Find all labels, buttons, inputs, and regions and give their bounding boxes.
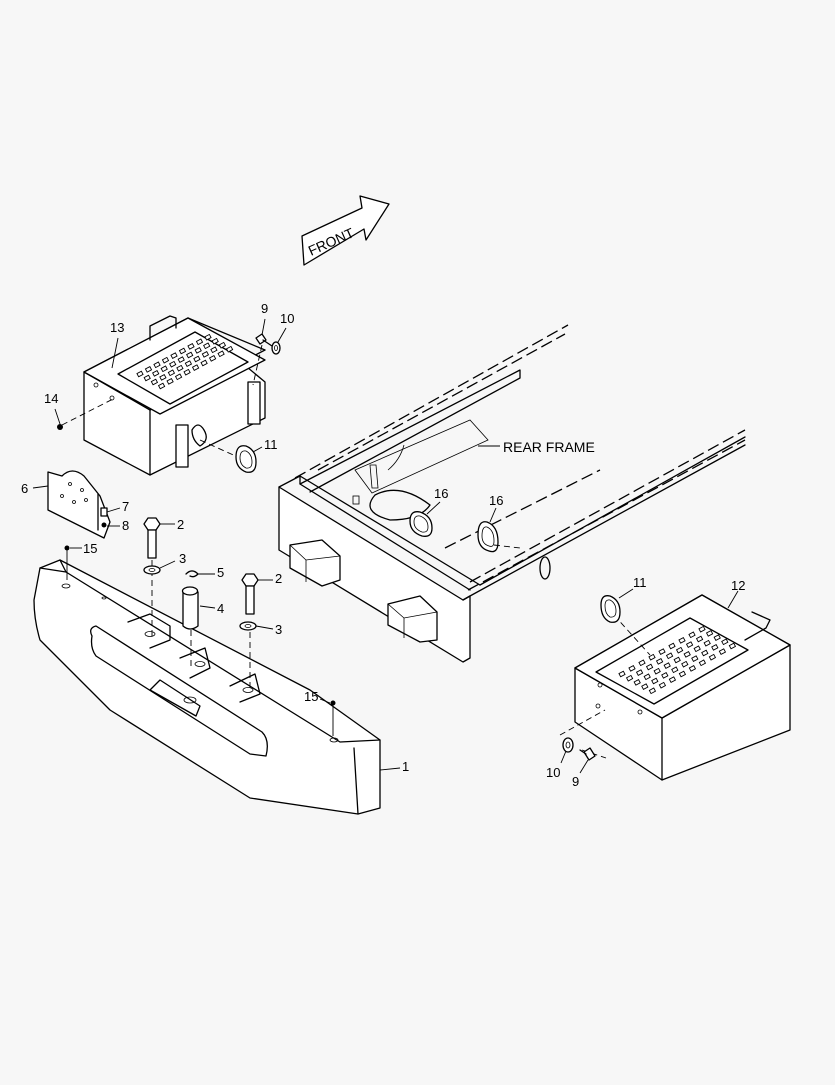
callout-5: 5 bbox=[217, 565, 224, 580]
grommet-16a bbox=[409, 511, 433, 537]
rivet-15a bbox=[64, 545, 70, 580]
grommet-16b bbox=[477, 521, 521, 553]
callout-2a: 2 bbox=[177, 517, 184, 532]
washer-3b bbox=[239, 621, 257, 631]
rivet-15b bbox=[330, 700, 336, 736]
callouts: 13 9 10 14 11 6 7 8 2 15 3 5 2 4 3 15 1 … bbox=[21, 301, 745, 789]
callout-7: 7 bbox=[122, 499, 129, 514]
callout-15b: 15 bbox=[304, 689, 318, 704]
washer-10b bbox=[562, 737, 574, 753]
front-arrow: FRONT bbox=[301, 195, 390, 266]
callout-8: 8 bbox=[122, 518, 129, 533]
callout-11a: 11 bbox=[264, 437, 278, 452]
battery-box-12 bbox=[559, 594, 791, 781]
washer-3a bbox=[143, 565, 161, 575]
callout-13: 13 bbox=[110, 320, 124, 335]
bracket-6 bbox=[47, 470, 111, 539]
bolt-9a bbox=[255, 333, 273, 347]
callout-10b: 10 bbox=[546, 765, 560, 780]
callout-6: 6 bbox=[21, 481, 28, 496]
callout-3b: 3 bbox=[275, 622, 282, 637]
fastener-8 bbox=[101, 522, 107, 528]
grommet-11b bbox=[600, 595, 621, 623]
callout-11b: 11 bbox=[633, 575, 647, 590]
screw-14 bbox=[57, 424, 63, 430]
rear-frame: REAR FRAME bbox=[278, 324, 746, 663]
callout-14: 14 bbox=[44, 391, 58, 406]
pin-4 bbox=[181, 586, 199, 668]
fastener-7 bbox=[100, 507, 108, 517]
callout-9b: 9 bbox=[572, 774, 579, 789]
rear-frame-label: REAR FRAME bbox=[503, 439, 595, 455]
grommet-11a bbox=[235, 445, 257, 473]
clip-5 bbox=[185, 570, 199, 578]
washer-10a bbox=[271, 341, 281, 355]
battery-box-13 bbox=[61, 315, 266, 476]
vent-grid-12 bbox=[618, 625, 737, 695]
callout-1: 1 bbox=[402, 759, 409, 774]
callout-12: 12 bbox=[731, 578, 745, 593]
callout-4: 4 bbox=[217, 601, 224, 616]
callout-2b: 2 bbox=[275, 571, 282, 586]
callout-10a: 10 bbox=[280, 311, 294, 326]
callout-3a: 3 bbox=[179, 551, 186, 566]
leader-lines bbox=[32, 318, 739, 774]
bolt-9b bbox=[579, 747, 596, 761]
callout-16a: 16 bbox=[434, 486, 448, 501]
vent-grid-13 bbox=[136, 333, 234, 390]
callout-15a: 15 bbox=[83, 541, 97, 556]
callout-9a: 9 bbox=[261, 301, 268, 316]
counterweight-1 bbox=[33, 559, 381, 815]
callout-16b: 16 bbox=[489, 493, 503, 508]
